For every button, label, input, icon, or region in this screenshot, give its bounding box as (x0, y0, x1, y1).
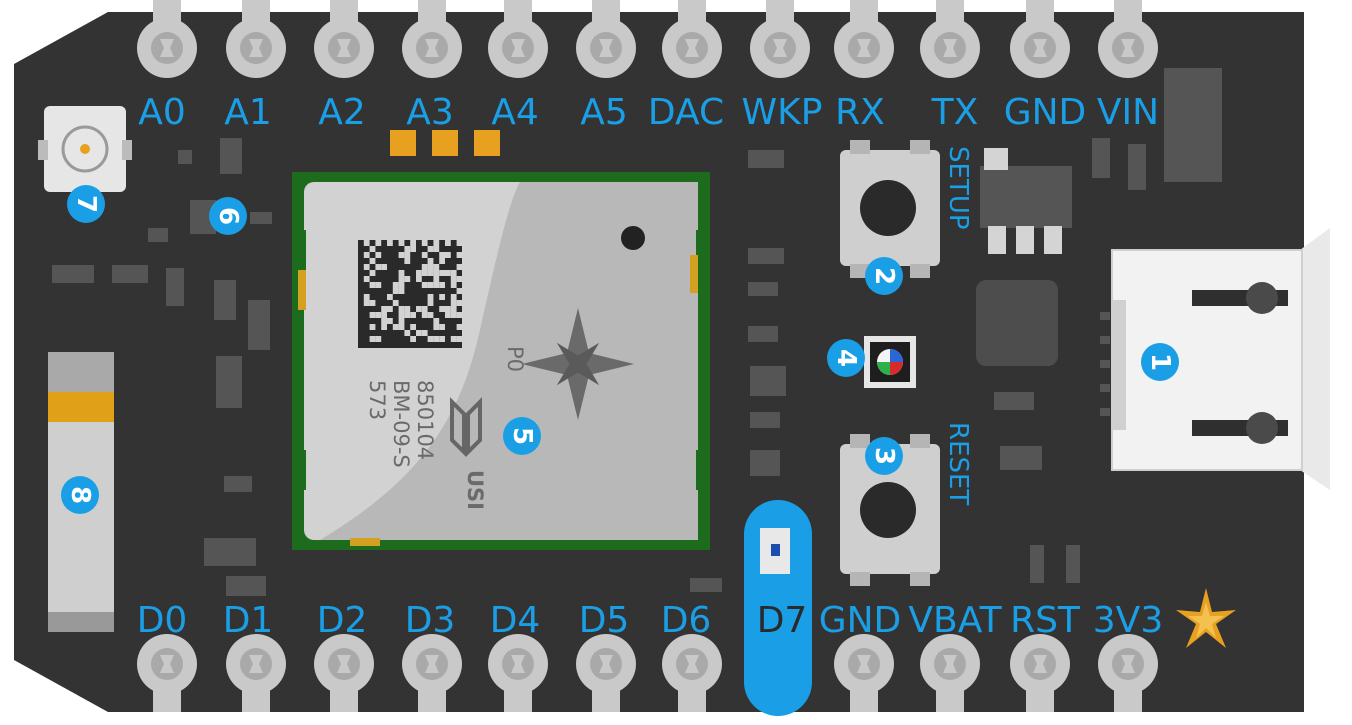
orange-cap-2 (432, 130, 458, 156)
bottom-pad-d4 (488, 634, 548, 712)
callout-6: 6 (209, 197, 247, 235)
reset-button[interactable] (840, 434, 940, 586)
callout-number: 7 (71, 195, 101, 213)
top-pad-a2 (314, 0, 374, 78)
bottom-pin-label-d0: D0 (137, 600, 188, 641)
top-pad-a5 (576, 0, 636, 78)
callout-4: 4 (827, 339, 865, 377)
callout-1: 1 (1141, 343, 1179, 381)
antenna-core (80, 144, 90, 154)
callout-number: 8 (65, 486, 95, 504)
top-pin-label-gnd: GND (1004, 92, 1087, 133)
callout-number: 1 (1145, 353, 1175, 371)
usi-logo-mark (450, 397, 482, 457)
top-pin-label-dac: DAC (648, 92, 724, 133)
power-star-icon (1176, 588, 1236, 648)
bottom-pin-label-d1: D1 (223, 600, 274, 641)
top-pin-label-a3: A3 (406, 92, 454, 133)
bottom-pad-d2 (314, 634, 374, 712)
top-pin-label-vin: VIN (1097, 92, 1159, 133)
bottom-pad-d3 (402, 634, 462, 712)
top-pin-label-a5: A5 (580, 92, 628, 133)
setup-label: SETUP (943, 146, 973, 230)
top-pad-a4 (488, 0, 548, 78)
module-line2: 850104 (413, 380, 437, 460)
top-pad-gnd (1010, 0, 1070, 78)
bottom-pin-label-d7: D7 (757, 600, 808, 641)
top-pin-label-a1: A1 (224, 92, 272, 133)
bottom-pad-gnd (834, 634, 894, 712)
top-pin-label-wkp: WKP (742, 92, 823, 133)
bottom-pad-d0 (137, 634, 197, 712)
top-pad-vin (1098, 0, 1158, 78)
orange-cap-1 (390, 130, 416, 156)
bottom-pad-d6 (662, 634, 722, 712)
reset-label: RESET (943, 422, 973, 505)
bottom-pad-d5 (576, 634, 636, 712)
d7-led-lens (771, 544, 780, 556)
top-pin-label-rx: RX (835, 92, 885, 133)
bottom-pin-label-gnd: GND (819, 600, 902, 641)
bottom-pad-3v3 (1098, 634, 1158, 712)
callout-8: 8 (61, 476, 99, 514)
setup-button[interactable] (840, 140, 940, 278)
bottom-pin-label-d4: D4 (490, 600, 541, 641)
callout-5: 5 (503, 417, 541, 455)
bottom-pin-label-vbat: VBAT (908, 600, 1002, 641)
top-pad-a1 (226, 0, 286, 78)
module-shield-shade (320, 182, 698, 540)
smd-components (52, 68, 1222, 596)
bottom-pin-label-d6: D6 (661, 600, 712, 641)
module-line3: BM-09-S (389, 380, 413, 468)
rgb-led (864, 336, 916, 388)
callout-2: 2 (865, 257, 903, 295)
callout-number: 5 (507, 427, 537, 445)
bottom-pin-label-3v3: 3V3 (1093, 600, 1163, 641)
callout-number: 3 (869, 447, 899, 465)
module-mark-dot (621, 226, 645, 250)
module-gold-tabs (298, 255, 698, 546)
module-line4: 573 (365, 380, 389, 420)
top-pin-label-a2: A2 (318, 92, 366, 133)
top-pin-label-a0: A0 (138, 92, 186, 133)
bottom-pad-rst (1010, 634, 1070, 712)
top-pad-wkp (750, 0, 810, 78)
top-pad-a3 (402, 0, 462, 78)
top-pin-label-a4: A4 (491, 92, 539, 133)
usi-brand: USI (463, 470, 487, 510)
callout-3: 3 (865, 437, 903, 475)
top-pad-rx (834, 0, 894, 78)
top-pad-dac (662, 0, 722, 78)
top-pad-a0 (137, 0, 197, 78)
bottom-pin-label-d3: D3 (405, 600, 456, 641)
callout-number: 4 (831, 349, 861, 367)
bottom-pad-vbat (920, 634, 980, 712)
top-header-pads (137, 0, 1158, 78)
bottom-pin-label-d5: D5 (579, 600, 630, 641)
regulator-chip (980, 166, 1072, 228)
top-pin-label-tx: TX (931, 92, 979, 133)
callout-number: 2 (869, 267, 899, 285)
compass-star-logo (522, 308, 634, 420)
module-line1: P0 (503, 346, 527, 372)
micro-usb-connector (1100, 228, 1330, 490)
module-frame-tabs (294, 230, 708, 490)
top-pad-tx (920, 0, 980, 78)
bottom-pin-label-rst: RST (1010, 600, 1081, 641)
callout-markers: 1 2 3 4 5 6 7 8 (61, 185, 1179, 514)
orange-cap-3 (474, 130, 500, 156)
bottom-pin-label-d2: D2 (317, 600, 368, 641)
callout-number: 6 (213, 207, 243, 225)
callout-7: 7 (67, 185, 105, 223)
bottom-pad-d1 (226, 634, 286, 712)
